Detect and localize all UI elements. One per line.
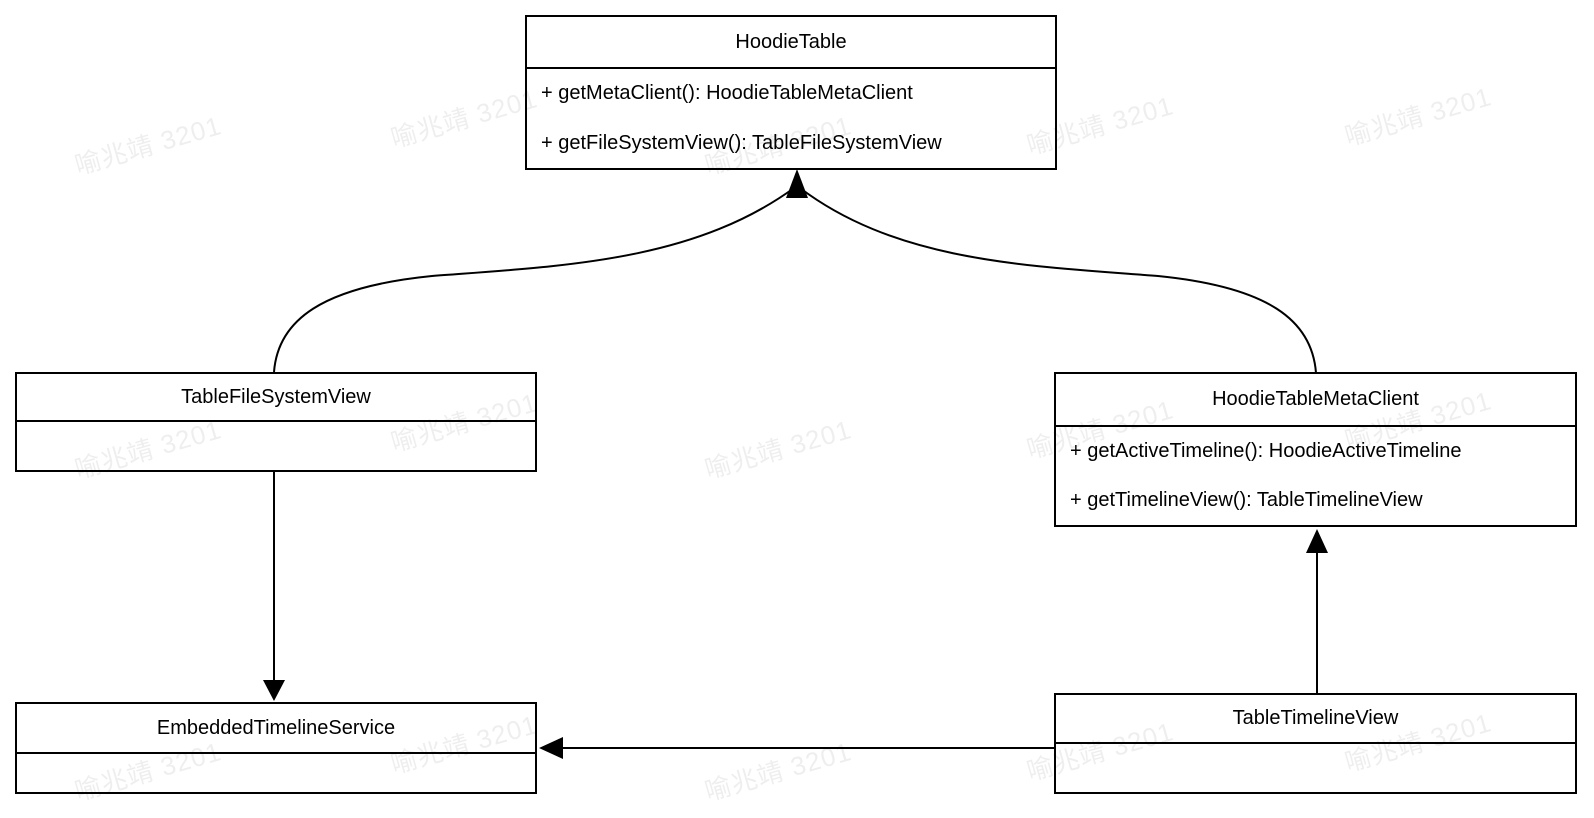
class-title: HoodieTable — [527, 17, 1055, 69]
class-method: + getFileSystemView(): TableFileSystemVi… — [541, 131, 942, 154]
class-box-hoodietable: HoodieTable + getMetaClient(): HoodieTab… — [525, 15, 1057, 170]
class-box-hoodietablemetaclient: HoodieTableMetaClient + getActiveTimelin… — [1054, 372, 1577, 527]
class-method: + getActiveTimeline(): HoodieActiveTimel… — [1070, 440, 1462, 462]
arrow-tablefilesystemview-to-hoodietable — [273, 187, 795, 373]
arrowhead-up-hoodietable — [786, 169, 808, 198]
arrowhead-down-embeddedtimelineservice — [263, 680, 285, 701]
class-title: TableTimelineView — [1056, 695, 1575, 744]
class-methods: + getActiveTimeline(): HoodieActiveTimel… — [1056, 427, 1575, 525]
class-title: EmbeddedTimelineService — [17, 704, 535, 754]
class-method: + getMetaClient(): HoodieTableMetaClient — [541, 82, 913, 105]
class-method: + getTimelineView(): TableTimelineView — [1070, 489, 1423, 511]
class-box-tabletimelineview: TableTimelineView — [1054, 693, 1577, 794]
class-box-embeddedtimelineservice: EmbeddedTimelineService — [15, 702, 537, 794]
arrowhead-up-hoodietablemetaclient — [1306, 529, 1328, 553]
class-methods — [17, 754, 535, 792]
arrowhead-left-embeddedtimelineservice — [539, 737, 563, 759]
class-methods: + getMetaClient(): HoodieTableMetaClient… — [527, 69, 1055, 168]
class-methods — [17, 422, 535, 470]
arrow-hoodietablemetaclient-to-hoodietable — [799, 187, 1317, 374]
class-title: HoodieTableMetaClient — [1056, 374, 1575, 427]
class-title: TableFileSystemView — [17, 374, 535, 422]
class-box-tablefilesystemview: TableFileSystemView — [15, 372, 537, 472]
class-methods — [1056, 744, 1575, 792]
